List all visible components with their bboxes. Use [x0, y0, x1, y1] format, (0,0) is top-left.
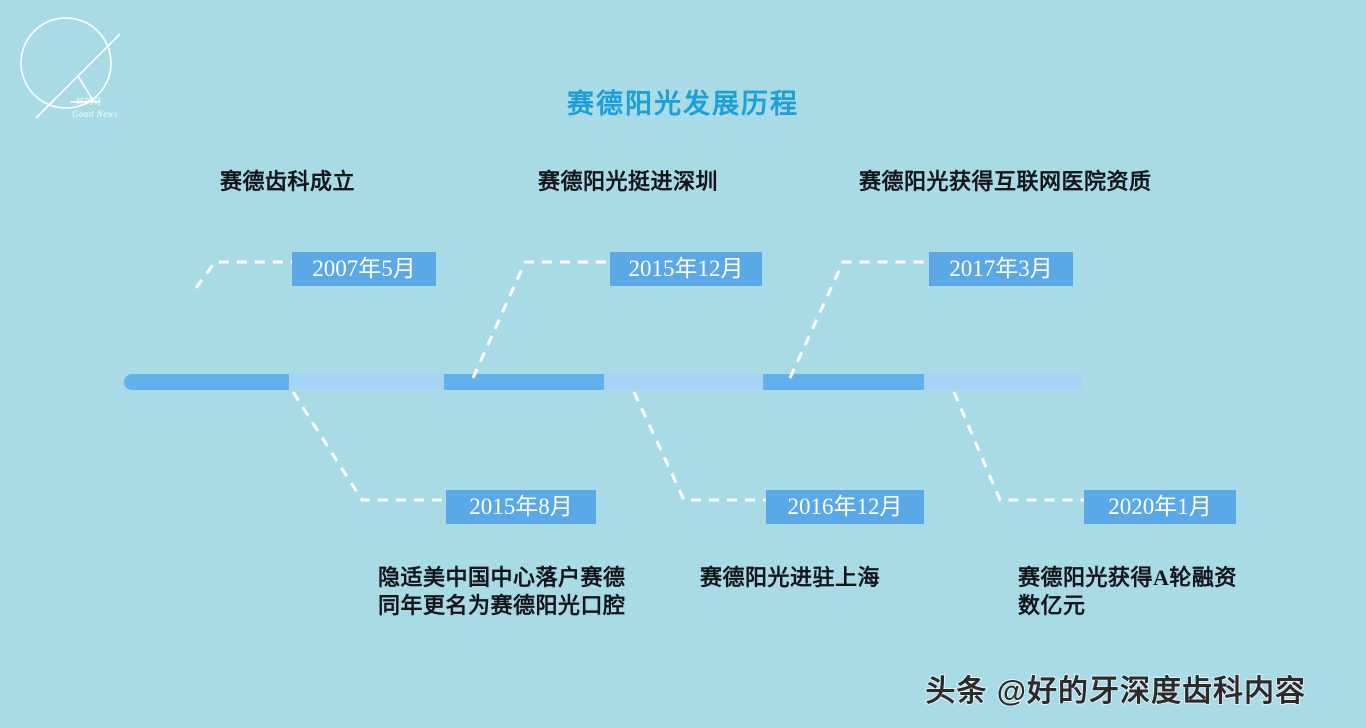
logo-en-text: Good News	[72, 109, 119, 119]
milestone-caption-2020-01: 赛德阳光获得A轮融资 数亿元	[1018, 565, 1237, 618]
milestone-caption-2016-12: 赛德阳光进驻上海	[700, 565, 881, 590]
milestone-caption-2015-08: 隐适美中国中心落户赛德 同年更名为赛德阳光口腔	[378, 565, 626, 618]
logo-cn-text: 好的牙	[76, 97, 103, 106]
timeline-segment-2	[289, 374, 444, 390]
date-badge-2016-12[interactable]: 2016年12月	[766, 490, 924, 524]
timeline-segment-5	[763, 374, 924, 390]
date-badge-2007-05[interactable]: 2007年5月	[292, 252, 436, 286]
date-badge-2020-01[interactable]: 2020年1月	[1084, 490, 1236, 524]
footer-watermark: 头条 @好的牙深度齿科内容	[925, 674, 1306, 709]
milestone-caption-2017-03: 赛德阳光获得互联网医院资质	[859, 169, 1152, 194]
milestone-caption-2015-12: 赛德阳光挺进深圳	[538, 169, 719, 194]
connector-2020-01	[952, 391, 1085, 502]
timeline-segment-4	[604, 374, 763, 390]
milestone-caption-2007-05: 赛德齿科成立	[220, 169, 356, 194]
timeline-bar	[124, 374, 1082, 390]
timeline-segment-6	[924, 374, 1082, 390]
timeline-segment-1	[124, 374, 289, 390]
connector-2015-08	[291, 391, 448, 502]
timeline-segment-3	[444, 374, 604, 390]
date-badge-2015-08[interactable]: 2015年8月	[446, 490, 596, 524]
date-badge-2015-12[interactable]: 2015年12月	[610, 252, 762, 286]
connector-2016-12	[632, 391, 767, 502]
connector-2017-03	[788, 260, 929, 379]
brand-logo: 好的牙 Good News	[8, 6, 148, 134]
connector-2015-12	[471, 260, 610, 379]
connector-2007-05	[194, 260, 292, 289]
date-badge-2017-03[interactable]: 2017年3月	[929, 252, 1073, 286]
logo-circle-slash-icon	[20, 17, 121, 119]
page-title: 赛德阳光发展历程	[567, 89, 799, 119]
